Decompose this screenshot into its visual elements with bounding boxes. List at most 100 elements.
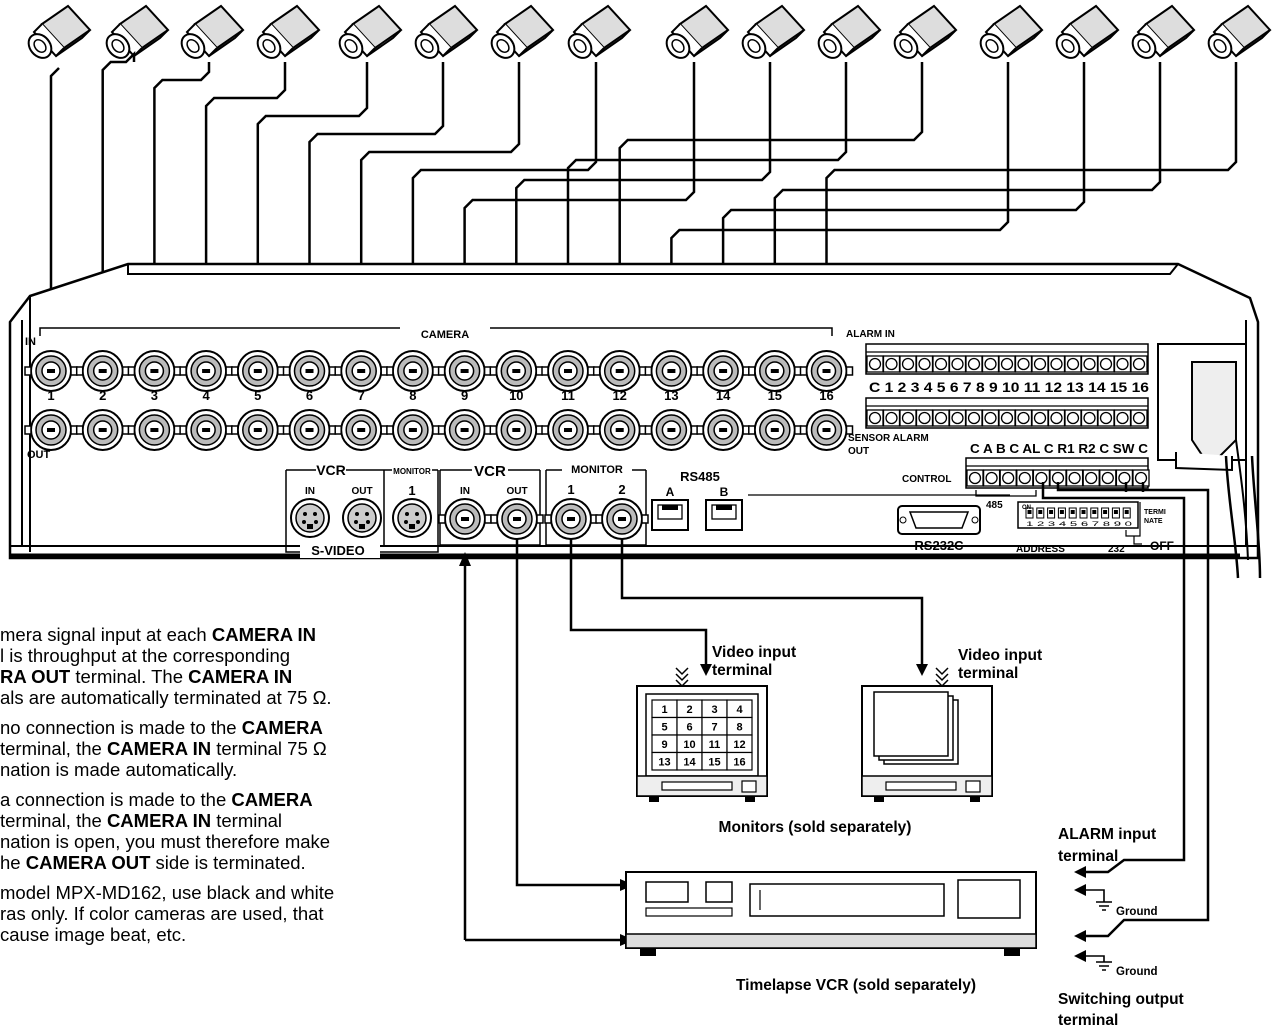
note-line: RA OUT terminal. The CAMERA IN [0,666,440,687]
terminal-screw [1130,409,1148,427]
alarm-in-block: ALARM IN C 1 2 3 4 5 6 7 8 9 10 11 12 13… [846,329,1150,457]
note-line: cause image beat, etc. [0,924,440,945]
dip-switch-knob [1113,510,1118,514]
quad-cell-number: 13 [658,757,670,769]
svideo-label: S-VIDEO [311,543,364,558]
terminal-screw [999,469,1017,487]
channel-number: 7 [358,388,365,403]
camera-cable [308,62,445,350]
note-emphasis: CAMERA [241,717,323,738]
vcr-label: VCR [474,463,506,480]
terminal-screw [1080,409,1099,427]
dip-numbers: 1 2 3 4 5 6 7 8 9 0 [1026,522,1133,528]
output-cables [463,482,1210,940]
note-text: model MPX-MD162, use black and white [0,882,335,903]
sensor-out-label: OUT [848,446,869,457]
camera-cable [49,67,60,350]
camera-cable [618,62,924,350]
terminal-screw [948,355,967,373]
terminal-screw [1097,355,1115,373]
camera-icon [562,5,631,64]
camera-cable [204,62,287,350]
terminal-screw [998,355,1016,373]
camera-cable [359,62,521,350]
vcr-caption: Timelapse VCR (sold separately) [736,977,976,994]
rear-panel [8,262,1260,560]
terminal-screw [866,409,884,427]
video-input-left-1: Video input [712,644,796,661]
terminate-label-2: NATE [1144,518,1163,525]
terminal-screw [1047,355,1066,373]
camera-cable [256,62,369,350]
terminal-screw [965,409,983,427]
terminal-screw [1031,409,1049,427]
terminal-screw [981,409,1000,427]
note-line: terminal, the CAMERA IN terminal [0,810,440,831]
control-label: CONTROL [902,474,951,485]
dip-switch-knob [1038,510,1043,514]
terminal-screw [1132,469,1150,487]
terminal-screw [1099,469,1117,487]
camera-icon [974,5,1043,64]
note-emphasis: CAMERA OUT [25,852,151,873]
camera-cable [153,62,211,350]
quad-cell-number: 7 [711,722,717,734]
dip-switch-knob [1081,510,1086,514]
terminal-screw [1032,469,1051,487]
quad-cell-number: 16 [733,757,745,769]
terminal-screw [1047,409,1066,427]
channel-number: 14 [716,388,731,403]
video-input-right-2: terminal [958,665,1018,682]
terminal-screw [932,409,950,427]
channel-number: 1 [47,388,54,403]
note-emphasis: CAMERA IN [211,624,317,645]
monitor-label: MONITOR [571,464,623,476]
camera-icon [251,5,320,64]
terminal-screw [1113,355,1132,373]
camera-icon [409,5,478,64]
ground-label-1: Ground [1116,906,1158,918]
monitors-caption: Monitors (sold separately) [719,819,912,836]
note-text: l is throughput at the corresponding [0,645,291,666]
note-text: nation is made automatically. [0,759,238,780]
camera-icon [1126,5,1195,64]
terminal-screw [1130,355,1148,373]
quad-cell-number: 6 [686,722,692,734]
quad-cell-number: 14 [683,757,696,769]
camera-cable [773,62,1162,350]
channel-number: 9 [461,388,468,403]
rs485-label: RS485 [680,469,720,484]
monitor-2-label: 2 [618,482,625,497]
quad-cell-number: 8 [736,722,742,734]
channel-number: 12 [612,388,626,403]
channel-number: 6 [306,388,313,403]
vcr-in-label: IN [460,486,470,497]
rs485-block: RS485 A B [651,469,1010,531]
terminal-screw [1064,355,1082,373]
note-text: cause image beat, etc. [0,924,187,945]
camera-icon [812,5,881,64]
quad-cell-number: 15 [708,757,720,769]
camera-cable [721,62,1086,350]
note-emphasis: CAMERA IN [106,810,212,831]
dip-switch-knob [1092,510,1097,514]
terminal-screw [1064,409,1082,427]
note-line: l is throughput at the corresponding [0,645,440,666]
camera-in-label: IN [25,336,36,348]
channel-number: 13 [664,388,678,403]
svideo-out-connector [342,498,382,538]
channel-number: 4 [202,388,210,403]
vcr-out-label: OUT [506,486,527,497]
terminal-screw [899,409,917,427]
quad-cell-number: 12 [733,739,745,751]
note-text: terminal, the [0,810,107,831]
note-text: terminal. The [70,666,189,687]
camera-cable [566,62,848,350]
note-text: terminal, the [0,738,107,759]
note-text: ras only. If color cameras are used, tha… [0,903,324,924]
camera-header: CAMERA [421,329,469,341]
camera-icon [736,5,805,64]
control-block: C A B C AL C R1 R2 C SW C CONTROL 485 RS… [897,441,1174,555]
